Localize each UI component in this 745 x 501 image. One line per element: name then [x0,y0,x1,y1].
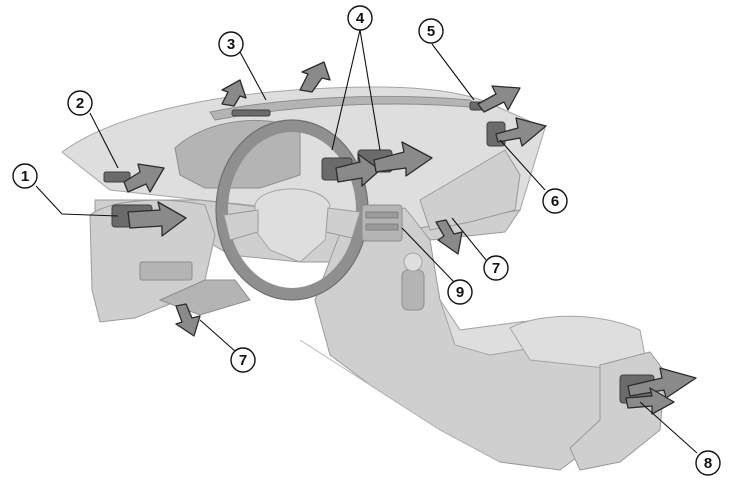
airflow-arrow-7-right [435,219,463,255]
callout-1: 1 [12,163,38,189]
leader-4a [331,29,361,151]
callout-6: 6 [542,188,568,214]
callout-5-label: 5 [427,23,435,40]
gear-shifter-boot [401,269,425,311]
leader-8 [639,401,698,454]
steering-wheel-spoke-left [223,209,259,241]
callout-2: 2 [67,90,93,116]
leader-6 [499,139,546,191]
callout-8: 8 [695,450,721,476]
leader-9 [401,227,455,283]
airflow-arrow-8b [625,387,675,415]
glovebox [419,149,521,231]
vent-windscreen [231,109,271,117]
leader-7-left [199,319,237,353]
airflow-arrow-4a [335,153,381,187]
control-panel [361,204,403,242]
airflow-arrow-1 [127,201,187,237]
left-switch-block [139,261,193,281]
airflow-arrow-7-left [175,303,201,337]
callout-9: 9 [447,279,473,305]
callout-4: 4 [347,5,373,31]
leader-7-right [451,217,487,261]
airflow-arrow-8a [627,367,697,399]
callout-7-left: 7 [230,347,256,373]
callout-3-label: 3 [227,36,235,53]
gear-knob [403,252,423,272]
callout-2-label: 2 [76,95,84,112]
callout-7-left-label: 7 [239,352,247,369]
airflow-arrow-3a [221,79,247,107]
callout-5: 5 [418,18,444,44]
callout-7-right: 7 [483,255,509,281]
leader-2 [89,112,119,169]
callout-9-label: 9 [456,284,464,301]
callout-7-right-label: 7 [492,260,500,277]
callout-4-label: 4 [356,10,365,27]
leader-1 [35,185,119,217]
callout-3: 3 [218,31,244,57]
callout-6-label: 6 [551,193,559,210]
floor-edge [299,339,501,463]
dashboard-top [61,86,546,229]
callout-1-label: 1 [21,168,29,185]
control-panel-buttons [365,211,399,219]
vent-defrost-left [103,171,131,183]
steering-wheel-spoke-right [325,207,361,239]
airflow-arrow-2 [123,163,165,193]
callout-8-label: 8 [704,455,712,472]
airflow-arrow-5 [477,85,521,113]
leader-4b [359,29,381,151]
airflow-arrow-4b [373,141,433,177]
airflow-arrow-3b [299,61,331,93]
leader-3 [239,51,267,101]
leader-5 [431,43,475,101]
steering-wheel-hub [254,188,331,263]
control-panel-buttons-lower [365,223,399,231]
